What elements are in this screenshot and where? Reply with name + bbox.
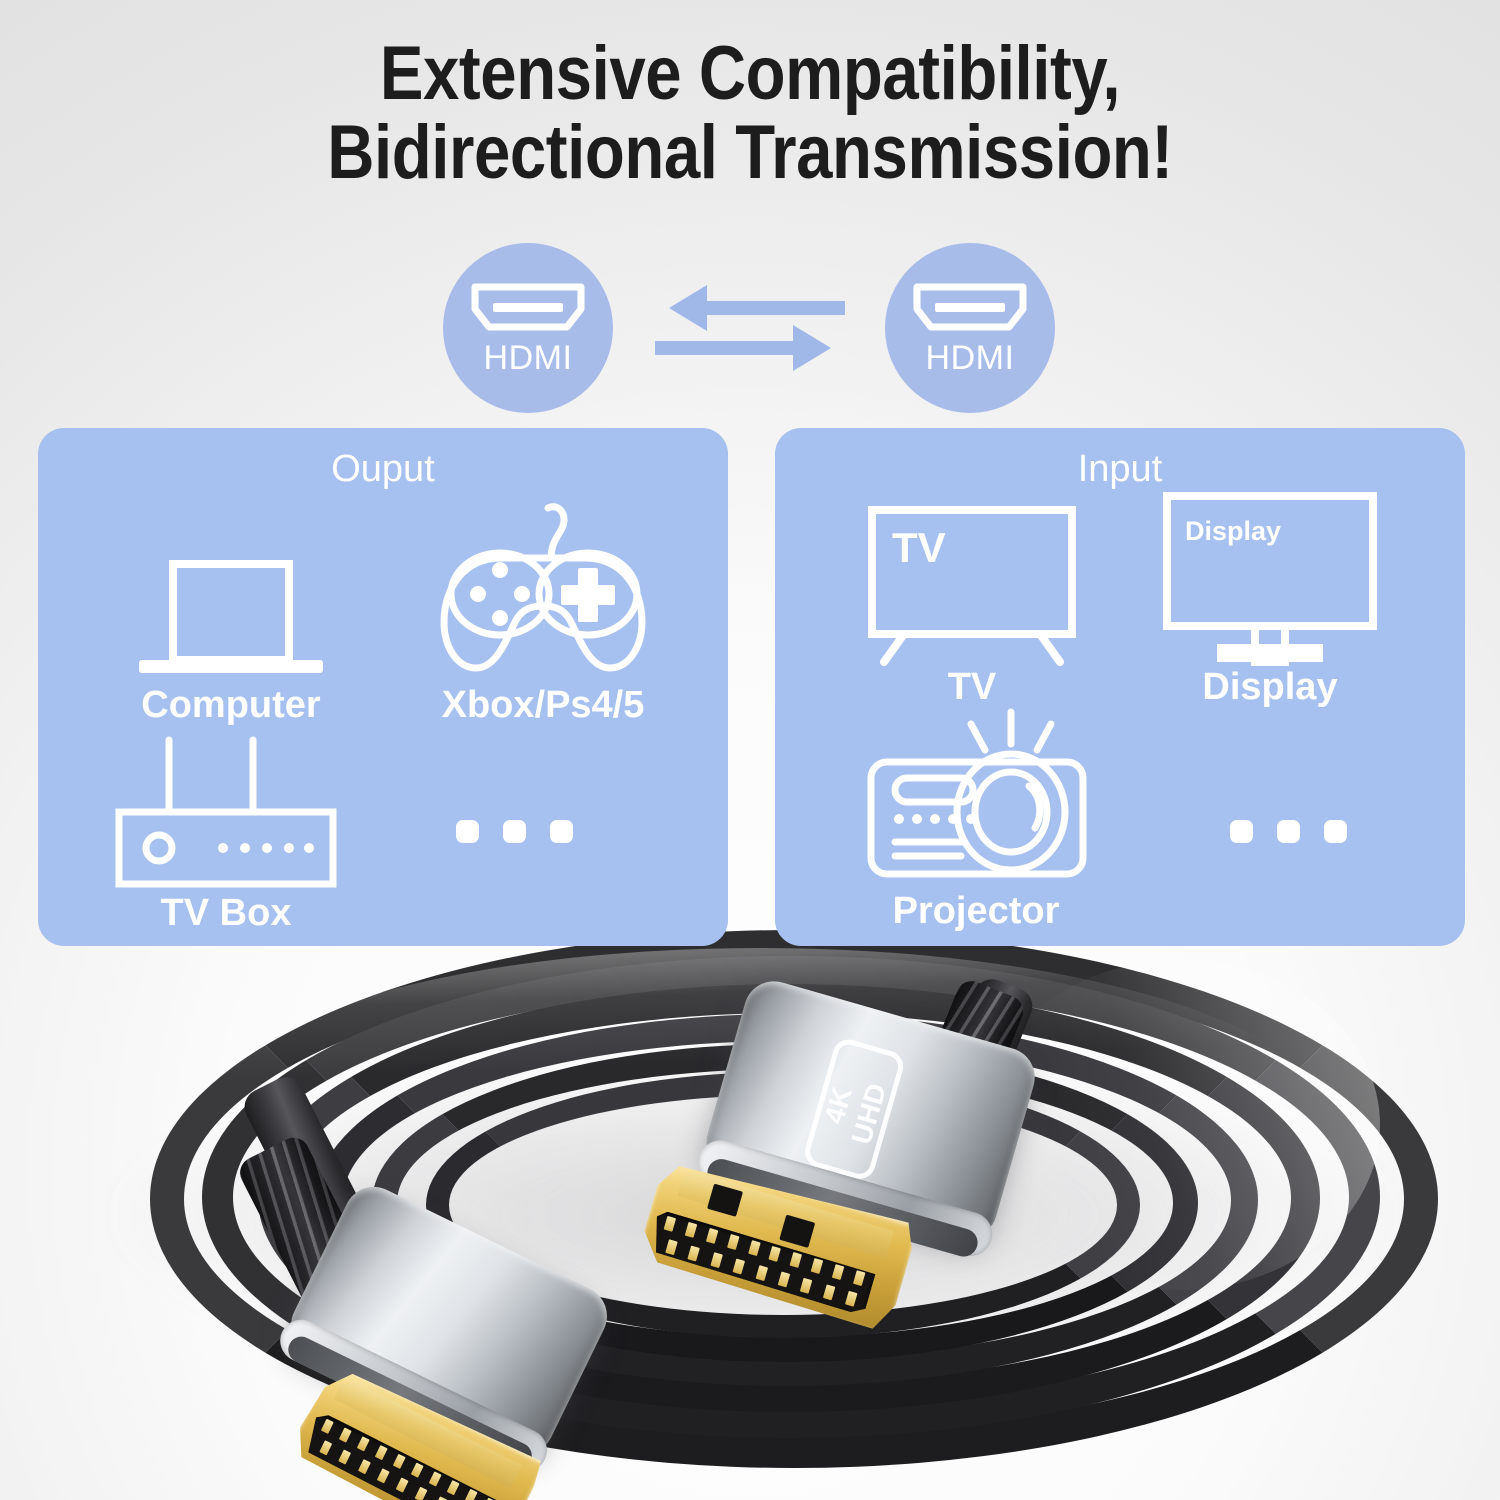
input-item-projector: Projector	[851, 708, 1101, 932]
output-panel: Ouput Computer	[38, 428, 728, 946]
input-panel: Input TV TV Display Display	[775, 428, 1465, 946]
hdmi-port-icon	[911, 277, 1029, 335]
input-panel-title: Input	[1077, 448, 1163, 490]
hdmi-sink-label: HDMI	[925, 339, 1015, 377]
hdmi-sink-badge: HDMI	[885, 243, 1055, 413]
title-line-2: Bidirectional Transmission!	[327, 110, 1173, 196]
bidirectional-arrows	[655, 278, 845, 378]
projector-icon	[861, 708, 1091, 892]
input-item-tv: TV TV	[847, 490, 1097, 706]
output-item-computer: Computer	[106, 516, 356, 724]
arrow-left-icon	[669, 285, 845, 331]
input-item-display-label: Display	[1202, 666, 1338, 708]
router-icon	[111, 736, 341, 894]
output-more-dots-icon	[456, 820, 573, 843]
title-line-1: Extensive Compatibility,	[379, 31, 1121, 116]
output-item-tvbox: TV Box	[98, 736, 354, 934]
display-screen-text: Display	[1185, 516, 1281, 546]
monitor-icon: Display	[1155, 480, 1385, 668]
gamepad-icon	[428, 496, 658, 686]
output-panel-title: Ouput	[331, 448, 435, 490]
input-item-tv-label: TV	[947, 666, 997, 708]
tv-screen-text: TV	[892, 524, 946, 571]
hdmi-source-badge: HDMI	[443, 243, 613, 413]
laptop-icon	[131, 516, 331, 686]
hdmi-source-label: HDMI	[483, 339, 573, 377]
arrow-right-icon	[655, 325, 831, 371]
output-item-console-label: Xbox/Ps4/5	[441, 684, 645, 726]
hdmi-port-icon	[469, 277, 587, 335]
output-item-tvbox-label: TV Box	[160, 892, 292, 934]
tv-icon: TV	[862, 490, 1082, 668]
page-title: Extensive Compatibility, Bidirectional T…	[105, 34, 1395, 192]
output-item-console: Xbox/Ps4/5	[398, 496, 688, 724]
input-item-display: Display Display	[1125, 480, 1415, 706]
output-item-computer-label: Computer	[141, 684, 321, 726]
input-item-projector-label: Projector	[892, 890, 1060, 932]
input-more-dots-icon	[1230, 820, 1347, 843]
